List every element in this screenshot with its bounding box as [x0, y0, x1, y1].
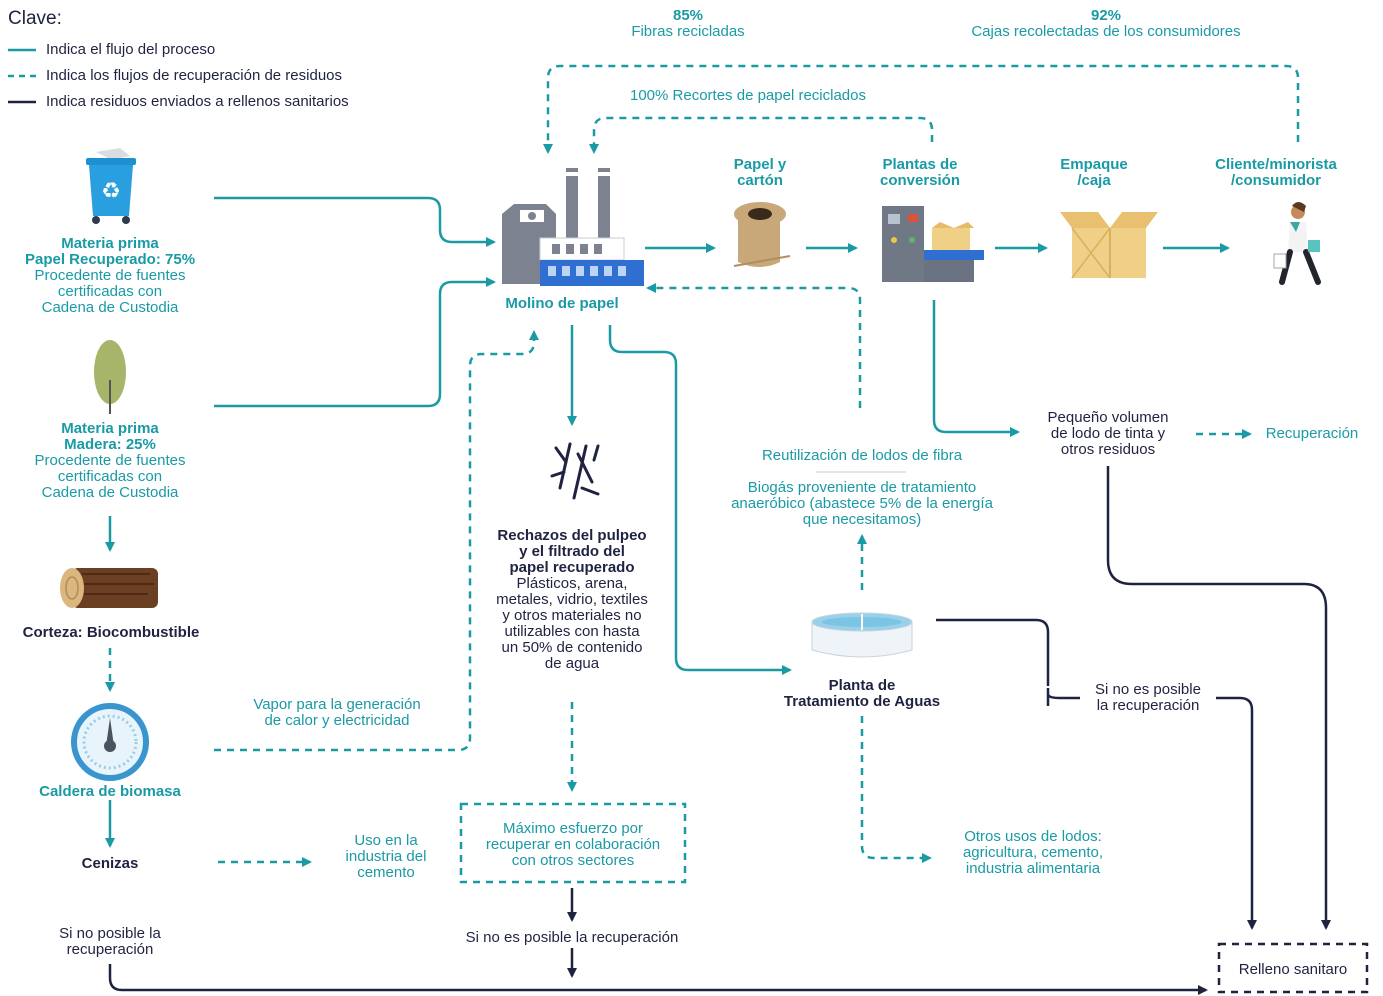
- effort-label-3: con otros sectores: [511, 852, 635, 869]
- ink-label-2: de lodo de tinta y: [1050, 425, 1166, 442]
- recovery-flows: [105, 64, 1300, 867]
- landfill-box: [1217, 942, 1369, 994]
- ash-no-recovery-2: recuperación: [66, 941, 154, 958]
- conversion-machine-icon: [882, 206, 984, 282]
- boiler-label: Caldera de biomasa: [39, 783, 181, 800]
- wood-desc-3: Cadena de Custodia: [41, 484, 179, 501]
- pack-label-2: /caja: [1077, 172, 1111, 189]
- water-no-recovery-1: Si no es posible: [1095, 681, 1201, 698]
- biogas-label-3: que necesitamos): [802, 511, 922, 528]
- recycled-desc-3: Cadena de Custodia: [41, 299, 179, 316]
- landfill-flows: [108, 466, 1331, 995]
- recycled-desc-2: certificadas con: [57, 283, 163, 300]
- ash-label: Cenizas: [81, 855, 139, 872]
- recycled-title-2: Papel Recuperado: 75%: [24, 251, 196, 268]
- recycle-bin-icon: ♻: [86, 148, 136, 224]
- effort-box: [459, 802, 687, 884]
- cement-label-2: industria del: [345, 848, 427, 865]
- boxes-label: Cajas recolectadas de los consumidores: [971, 23, 1241, 40]
- paper-label-2: cartón: [737, 172, 783, 189]
- legend-process: Indica el flujo del proceso: [46, 41, 216, 58]
- water-tank-icon: [811, 612, 913, 658]
- log-icon: [60, 568, 158, 608]
- steam-label-1: Vapor para la generación: [253, 696, 421, 713]
- ink-label-1: Pequeño volumen: [1047, 409, 1169, 426]
- other-uses-2: agricultura, cemento,: [962, 844, 1104, 861]
- legend-lines: [8, 48, 36, 104]
- rejects-no-recovery: Si no es posible la recuperación: [465, 929, 679, 946]
- ink-recovery-label: Recuperación: [1265, 425, 1359, 442]
- rejects-desc-3: y otros materiales no: [502, 607, 642, 624]
- rejects-desc-4: utilizables con hasta: [504, 623, 640, 640]
- factory-icon: [502, 168, 644, 286]
- other-uses-1: Otros usos de lodos:: [964, 828, 1102, 845]
- water-title-2: Tratamiento de Aguas: [783, 693, 941, 710]
- gauge-icon: [71, 703, 149, 781]
- effort-label-1: Máximo esfuerzo por: [502, 820, 644, 837]
- rejects-desc-2: metales, vidrio, textiles: [496, 591, 648, 608]
- steam-label-2: de calor y electricidad: [264, 712, 410, 729]
- svg-text:♻: ♻: [101, 179, 121, 204]
- biogas-label-2: anaeróbico (abastece 5% de la energía: [731, 495, 993, 512]
- other-uses-3: industria alimentaria: [965, 860, 1101, 877]
- ink-label-3: otros residuos: [1060, 441, 1156, 458]
- legend-landfill: Indica residuos enviados a rellenos sani…: [46, 93, 349, 110]
- rejects-title-1: Rechazos del pulpeo: [497, 527, 647, 544]
- fibers-pct: 85%: [672, 7, 704, 24]
- rejects-title-3: papel recuperado: [509, 559, 635, 576]
- boxes-pct: 92%: [1090, 7, 1122, 24]
- wood-desc-2: certificadas con: [57, 468, 163, 485]
- effort-label-2: recuperar en colaboración: [485, 836, 661, 853]
- conv-label-1: Plantas de: [882, 156, 958, 173]
- cement-label-1: Uso en la: [354, 832, 418, 849]
- wood-title-2: Madera: 25%: [64, 436, 156, 453]
- rejects-icon: [550, 442, 600, 500]
- water-no-recovery-2: la recuperación: [1096, 697, 1200, 714]
- wood-title-1: Materia prima: [61, 420, 159, 437]
- conv-label-2: conversión: [879, 172, 961, 189]
- cement-label-3: cemento: [357, 864, 415, 881]
- client-label-2: /consumidor: [1230, 172, 1321, 189]
- fibers-label: Fibras recicladas: [631, 23, 745, 40]
- rejects-desc-5: un 50% de contenido: [501, 639, 643, 656]
- process-flows: [105, 196, 1230, 848]
- consumer-icon: [1273, 202, 1321, 285]
- landfill-label: Relleno sanitaro: [1238, 961, 1348, 978]
- ash-no-recovery-1: Si no posible la: [59, 925, 161, 942]
- legend-title: Clave:: [8, 8, 62, 29]
- tree-icon: [94, 340, 126, 414]
- pack-label-1: Empaque: [1060, 156, 1128, 173]
- paper-roll-icon: [733, 202, 791, 267]
- biogas-label-1: Biogás proveniente de tratamiento: [747, 479, 977, 496]
- mill-label: Molino de papel: [505, 295, 619, 312]
- rejects-title-2: y el filtrado del: [519, 543, 625, 560]
- box-icon: [1060, 212, 1158, 279]
- legend-recovery: Indica los flujos de recuperación de res…: [46, 67, 343, 84]
- paper-label-1: Papel y: [733, 156, 787, 173]
- recycled-desc-1: Procedente de fuentes: [34, 267, 186, 284]
- sludge-reuse-label: Reutilización de lodos de fibra: [761, 447, 963, 464]
- water-title-1: Planta de: [828, 677, 896, 694]
- rejects-desc-6: de agua: [544, 655, 600, 672]
- wood-desc-1: Procedente de fuentes: [34, 452, 186, 469]
- recycled-title-1: Materia prima: [61, 235, 159, 252]
- client-label-1: Cliente/minorista: [1215, 156, 1337, 173]
- rejects-desc-1: Plásticos, arena,: [516, 575, 628, 592]
- trim-label: 100% Recortes de papel reciclados: [630, 87, 866, 104]
- bark-label: Corteza: Biocombustible: [22, 624, 200, 641]
